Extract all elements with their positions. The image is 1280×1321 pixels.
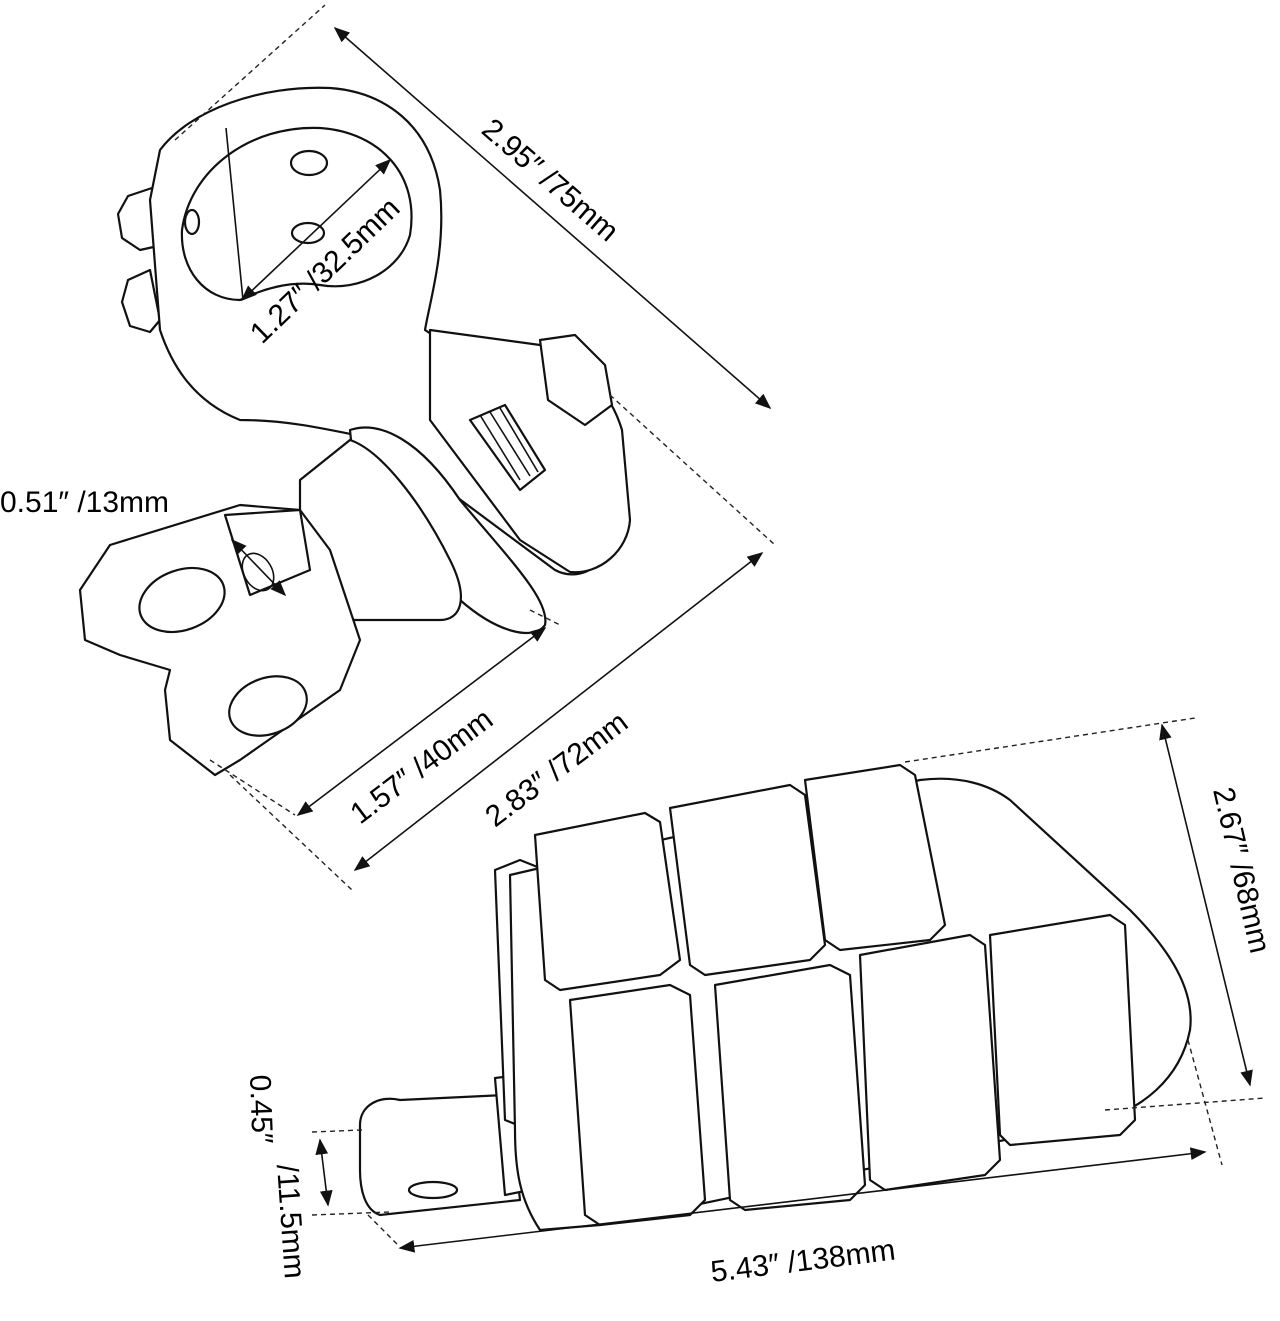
peg-length-label: 5.43″ /138mm (709, 1234, 897, 1289)
tab-thickness-in-label: 0.45″ (243, 1074, 278, 1144)
clamp-length-label: 2.95″ /75mm (475, 112, 624, 248)
dimension-lines (174, 4, 1266, 1253)
mount-width-label: 0.51″ /13mm (0, 486, 169, 519)
peg-width-label: 2.67″ /68mm (1206, 784, 1276, 956)
foot-peg-drawing (358, 763, 1192, 1232)
tab-thickness-mm-label: /11.5mm (270, 1163, 311, 1280)
mount-overall-label: 2.83″ /72mm (479, 706, 634, 834)
